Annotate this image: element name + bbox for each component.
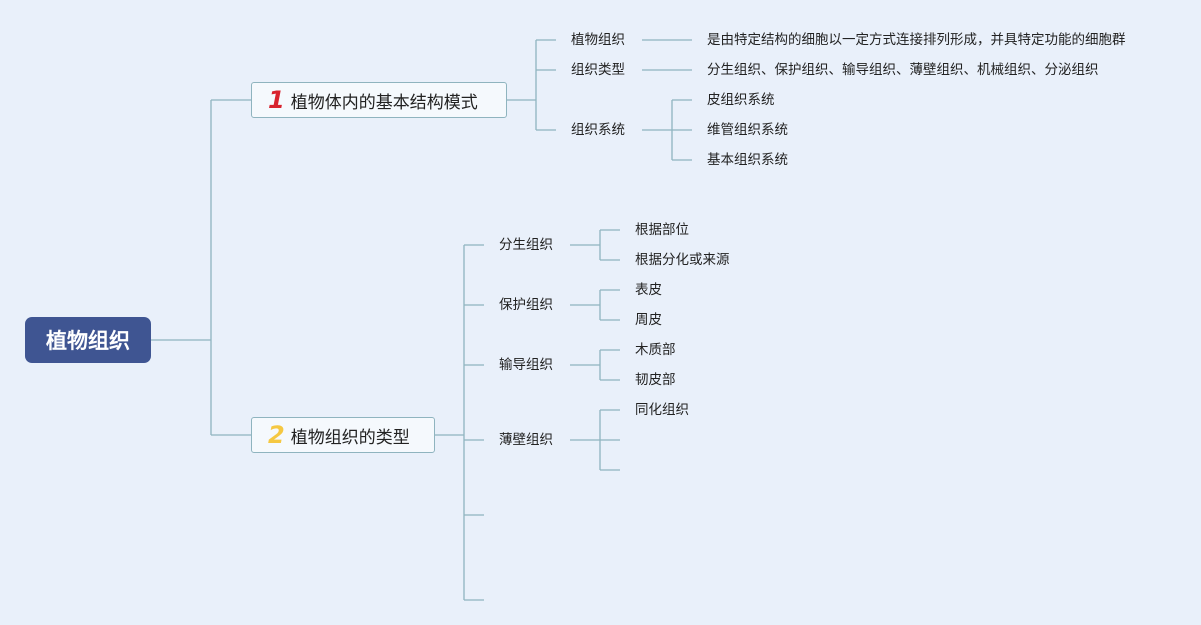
leaf-phloem[interactable]: 韧皮部 <box>635 372 676 388</box>
leaf-dermal-system[interactable]: 皮组织系统 <box>707 92 775 108</box>
main-node-tissue-types[interactable]: 2 植物组织的类型 <box>251 417 435 453</box>
leaf-by-origin[interactable]: 根据分化或来源 <box>635 252 730 268</box>
number-badge-1: 1 <box>268 86 285 114</box>
leaf-periderm[interactable]: 周皮 <box>635 312 662 328</box>
leaf-ground-system[interactable]: 基本组织系统 <box>707 152 788 168</box>
subtopic-plant-tissue[interactable]: 植物组织 <box>571 32 625 48</box>
subtopic-meristem[interactable]: 分生组织 <box>499 237 553 253</box>
subtopic-protective[interactable]: 保护组织 <box>499 297 553 313</box>
number-badge-2: 2 <box>268 421 285 449</box>
subtopic-tissue-types[interactable]: 组织类型 <box>571 62 625 78</box>
tissue-types-list[interactable]: 分生组织、保护组织、输导组织、薄壁组织、机械组织、分泌组织 <box>707 62 1099 78</box>
root-label: 植物组织 <box>46 329 130 353</box>
main-node-label: 植物组织的类型 <box>290 427 410 448</box>
main-node-label: 植物体内的基本结构模式 <box>290 92 478 113</box>
leaf-assimilating[interactable]: 同化组织 <box>635 402 689 418</box>
leaf-epidermis[interactable]: 表皮 <box>635 282 662 298</box>
subtopic-conducting[interactable]: 输导组织 <box>499 357 553 373</box>
root-node[interactable]: 植物组织 <box>25 317 151 363</box>
subtopic-tissue-system[interactable]: 组织系统 <box>571 122 625 138</box>
leaf-vascular-system[interactable]: 维管组织系统 <box>707 122 788 138</box>
subtopic-parenchyma[interactable]: 薄壁组织 <box>499 432 553 448</box>
leaf-by-position[interactable]: 根据部位 <box>635 222 689 238</box>
leaf-xylem[interactable]: 木质部 <box>635 342 676 358</box>
main-node-structure-pattern[interactable]: 1 植物体内的基本结构模式 <box>251 82 507 118</box>
definition-text[interactable]: 是由特定结构的细胞以一定方式连接排列形成，并具特定功能的细胞群 <box>707 32 1126 48</box>
